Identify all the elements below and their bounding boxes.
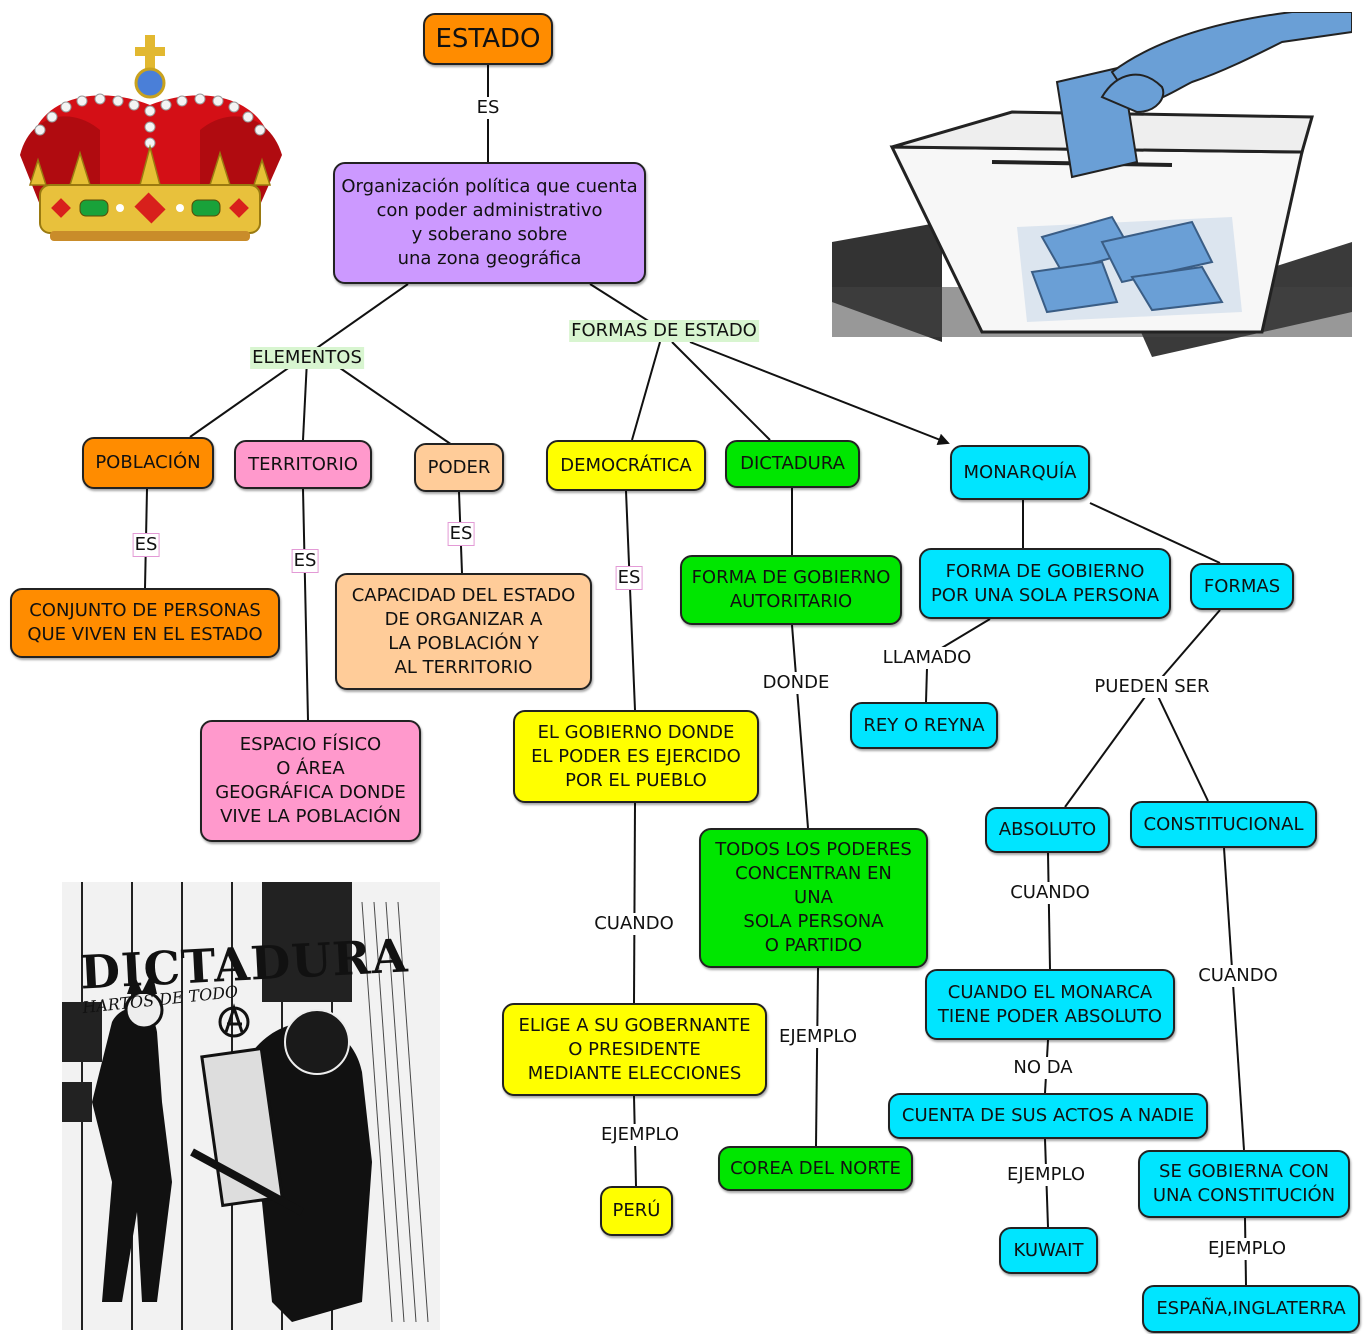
link-es-poder: ES — [447, 522, 475, 546]
link-no-da: NO DA — [1011, 1057, 1075, 1079]
link-donde: DONDE — [760, 672, 832, 694]
link-ejemplo-dict: EJEMPLO — [777, 1026, 859, 1048]
node-constitucional-when[interactable]: SE GOBIERNA CON UNA CONSTITUCIÓN — [1138, 1150, 1350, 1218]
node-peru[interactable]: PERÚ — [600, 1186, 673, 1236]
link-es-democratica: ES — [615, 566, 643, 590]
node-democratica[interactable]: DEMOCRÁTICA — [546, 440, 706, 491]
link-es-territorio: ES — [291, 549, 319, 573]
node-territorio-def[interactable]: ESPACIO FÍSICO O ÁREA GEOGRÁFICA DONDE V… — [200, 720, 421, 842]
node-democratica-def[interactable]: EL GOBIERNO DONDE EL PODER ES EJERCIDO P… — [513, 710, 759, 803]
node-poder-def[interactable]: CAPACIDAD DEL ESTADO DE ORGANIZAR A LA P… — [335, 573, 592, 690]
node-corea[interactable]: COREA DEL NORTE — [718, 1146, 913, 1191]
link-elementos: ELEMENTOS — [250, 347, 364, 369]
node-poblacion-def[interactable]: CONJUNTO DE PERSONAS QUE VIVEN EN EL EST… — [10, 588, 280, 658]
node-absoluto[interactable]: ABSOLUTO — [985, 807, 1110, 853]
node-formas[interactable]: FORMAS — [1190, 563, 1294, 610]
node-democratica-when[interactable]: ELIGE A SU GOBERNANTE O PRESIDENTE MEDIA… — [502, 1003, 767, 1096]
node-poblacion[interactable]: POBLACIÓN — [82, 437, 214, 489]
link-formas-de-estado: FORMAS DE ESTADO — [569, 320, 759, 342]
link-cuando-const: CUANDO — [1196, 965, 1280, 987]
node-dictadura[interactable]: DICTADURA — [725, 440, 860, 488]
dictadura-comic-illustration: DICTADURA HARTOS DE TODO — [62, 882, 440, 1330]
link-ejemplo-abs: EJEMPLO — [1005, 1164, 1087, 1186]
node-dictadura-def[interactable]: FORMA DE GOBIERNO AUTORITARIO — [680, 555, 902, 625]
node-definition[interactable]: Organización política que cuenta con pod… — [333, 162, 646, 284]
ballot-box-illustration — [832, 12, 1352, 357]
node-monarquia[interactable]: MONARQUÍA — [950, 445, 1090, 500]
node-constitucional[interactable]: CONSTITUCIONAL — [1130, 801, 1317, 848]
node-monarquia-def[interactable]: FORMA DE GOBIERNO POR UNA SOLA PERSONA — [919, 548, 1171, 619]
link-ejemplo-const: EJEMPLO — [1206, 1238, 1288, 1260]
node-cuenta[interactable]: CUENTA DE SUS ACTOS A NADIE — [888, 1093, 1208, 1139]
link-pueden-ser: PUEDEN SER — [1092, 676, 1212, 698]
link-es-poblacion: ES — [132, 533, 160, 557]
link-cuando-abs: CUANDO — [1008, 882, 1092, 904]
link-llamado: LLAMADO — [880, 647, 974, 669]
node-poder[interactable]: PODER — [414, 443, 504, 492]
link-ejemplo-dem: EJEMPLO — [599, 1124, 681, 1146]
crown-illustration — [20, 35, 282, 241]
node-rey[interactable]: REY O REYNA — [850, 702, 998, 749]
node-estado[interactable]: ESTADO — [423, 13, 553, 65]
node-absoluto-when[interactable]: CUANDO EL MONARCA TIENE PODER ABSOLUTO — [925, 969, 1175, 1040]
node-espana[interactable]: ESPAÑA,INGLATERRA — [1142, 1285, 1360, 1333]
node-territorio[interactable]: TERRITORIO — [234, 440, 372, 489]
link-cuando-dem: CUANDO — [592, 913, 676, 935]
node-kuwait[interactable]: KUWAIT — [999, 1227, 1098, 1274]
node-dictadura-where[interactable]: TODOS LOS PODERES CONCENTRAN EN UNA SOLA… — [699, 828, 928, 968]
link-es-top: ES — [474, 97, 502, 119]
